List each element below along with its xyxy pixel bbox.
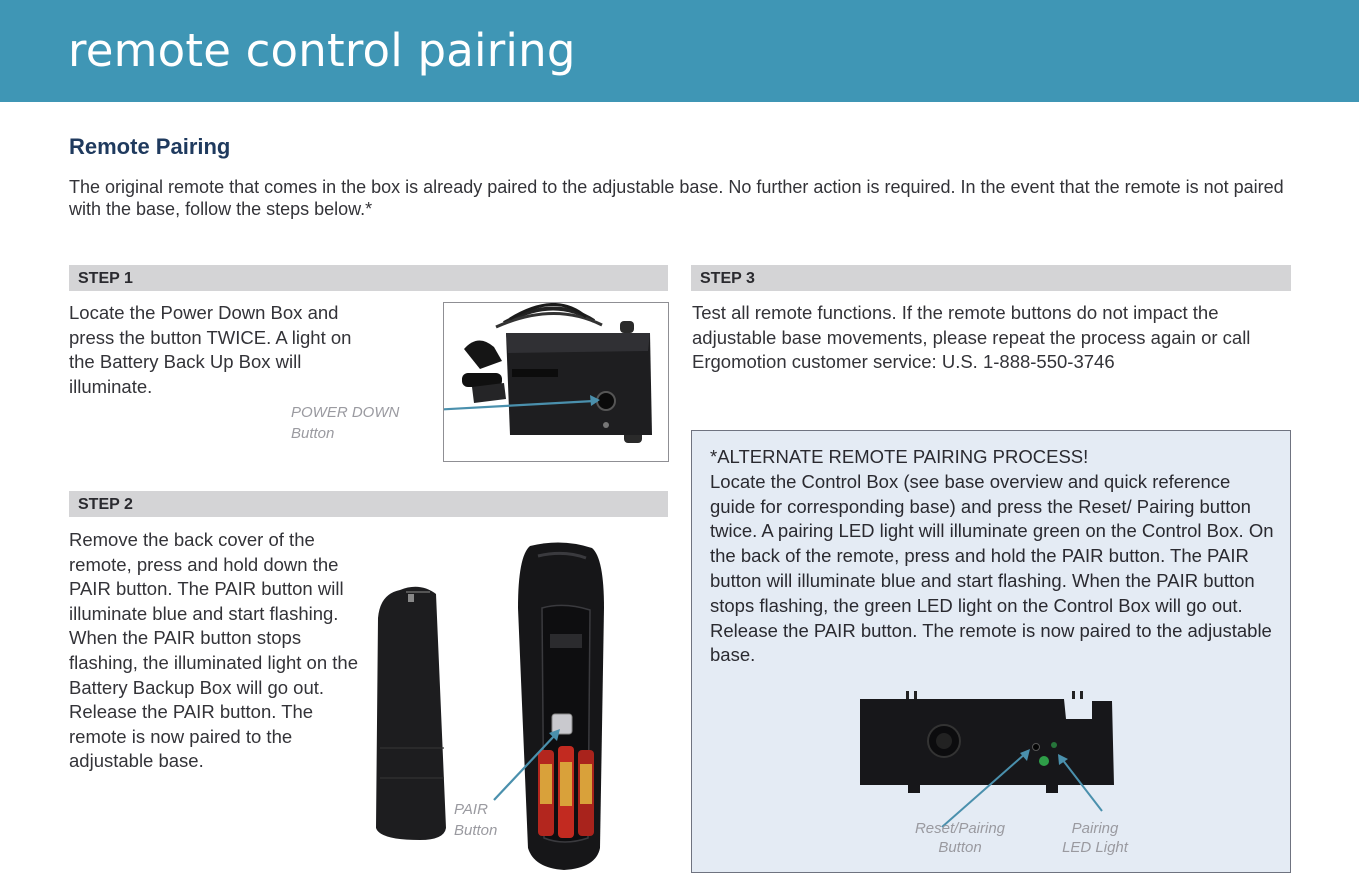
page-header: remote control pairing: [0, 0, 1359, 102]
pairing-led-caption-line1: Pairing: [1071, 820, 1119, 837]
page-title: remote control pairing: [68, 24, 576, 77]
power-down-box-illustration: [444, 303, 652, 443]
reset-pairing-caption: Reset/Pairing Button: [904, 819, 1016, 857]
pair-caption: PAIR Button: [454, 799, 497, 841]
intro-paragraph: The original remote that comes in the bo…: [69, 177, 1284, 219]
step1-bar: STEP 1: [69, 265, 668, 291]
alternate-pairing-box: *ALTERNATE REMOTE PAIRING PROCESS! Locat…: [691, 430, 1291, 873]
reset-pairing-caption-line1: Reset/Pairing: [914, 820, 1006, 837]
pair-caption-line2: Button: [454, 822, 498, 839]
step1-text: Locate the Power Down Box and press the …: [69, 302, 352, 397]
pairing-led-caption: Pairing LED Light: [1044, 819, 1146, 857]
power-down-caption-line1: POWER DOWN: [291, 404, 400, 421]
pair-caption-line1: PAIR: [454, 801, 488, 818]
power-down-caption: POWER DOWN Button: [291, 402, 399, 444]
pairing-led-caption-line2: LED Light: [1062, 839, 1128, 856]
alternate-title: *ALTERNATE REMOTE PAIRING PROCESS!: [710, 446, 1089, 467]
control-box-arrows: [941, 749, 1103, 828]
control-box-illustration: [860, 691, 1114, 793]
power-down-caption-line2: Button: [291, 425, 335, 442]
alternate-text: *ALTERNATE REMOTE PAIRING PROCESS! Locat…: [710, 445, 1280, 668]
section-title: Remote Pairing: [69, 134, 231, 159]
step2-bar: STEP 2: [69, 491, 668, 517]
reset-pairing-caption-line2: Button: [938, 839, 982, 856]
alternate-body: Locate the Control Box (see base overvie…: [710, 470, 1274, 666]
remote-back-illustration: [376, 542, 604, 870]
step3-bar: STEP 3: [691, 265, 1291, 291]
step3-text: Test all remote functions. If the remote…: [692, 302, 1251, 373]
power-down-box-photo: [443, 302, 669, 462]
step2-text: Remove the back cover of the remote, pre…: [69, 529, 358, 772]
